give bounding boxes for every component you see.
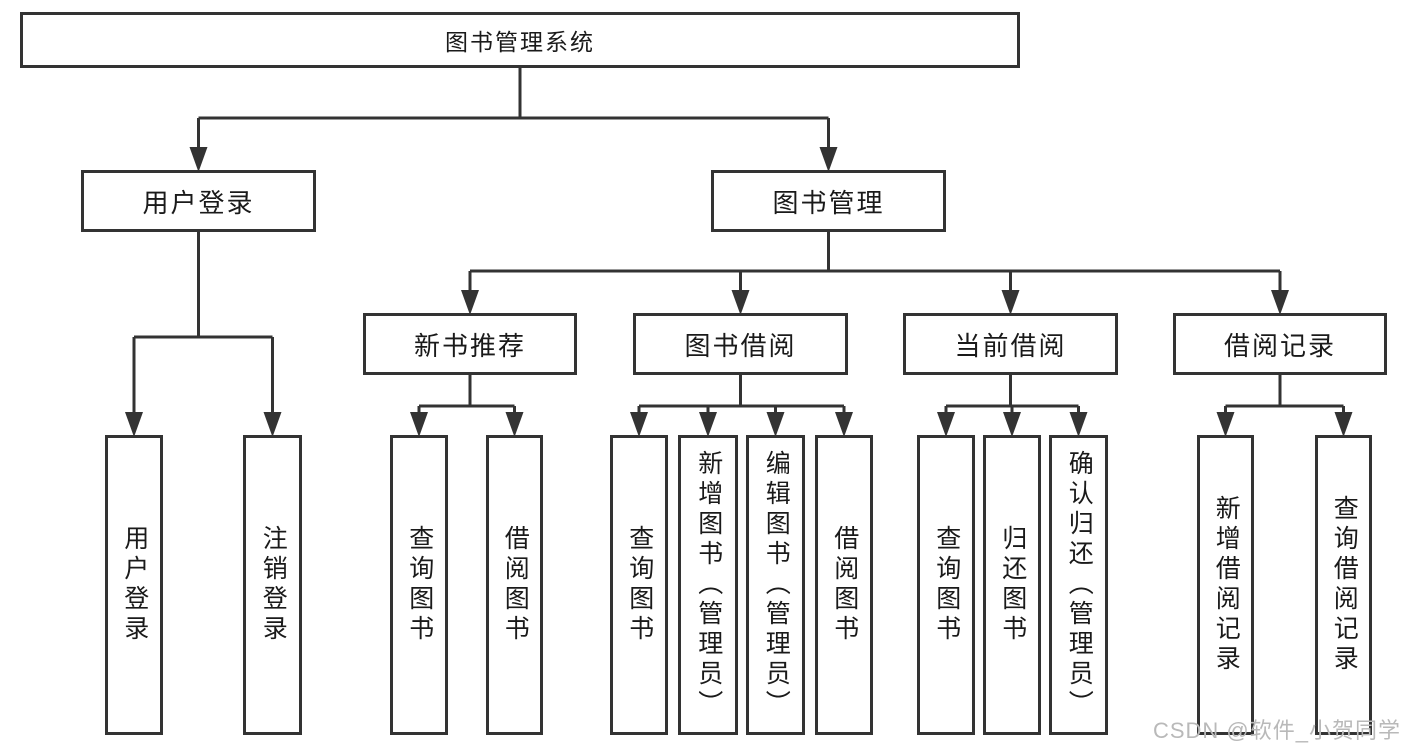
node-label: 图书管理系统	[445, 29, 595, 55]
arrowhead-icon	[937, 412, 955, 437]
node-label: 借阅图书	[830, 525, 859, 645]
node-root: 图书管理系统	[20, 12, 1020, 68]
node-add-borrow-record: 新增借阅记录	[1197, 435, 1254, 735]
node-return-books: 归还图书	[983, 435, 1041, 735]
node-label: 图书借阅	[684, 330, 797, 361]
node-book-mgmt: 图书管理	[711, 170, 946, 232]
node-label: 新增借阅记录	[1212, 495, 1241, 675]
node-label: 新增图书（管理员）	[694, 450, 723, 720]
arrowhead-icon	[461, 290, 479, 315]
arrowhead-icon	[699, 412, 717, 437]
arrowhead-icon	[731, 290, 750, 315]
node-borrow-books-1: 借阅图书	[486, 435, 543, 735]
arrowhead-icon	[835, 412, 853, 437]
node-label: 新书推荐	[413, 330, 526, 361]
node-label: 借阅图书	[501, 525, 530, 645]
arrowhead-icon	[1001, 290, 1020, 315]
node-query-books-1: 查询图书	[390, 435, 448, 735]
arrowhead-icon	[1334, 412, 1353, 437]
node-confirm-return-admin: 确认归还（管理员）	[1049, 435, 1108, 735]
node-label: 编辑图书（管理员）	[762, 450, 791, 720]
watermark: CSDN @软件_小贺同学	[1152, 718, 1401, 743]
node-current-borrow: 当前借阅	[903, 313, 1118, 375]
node-logout-leaf: 注销登录	[243, 435, 302, 735]
node-label: 用户登录	[142, 187, 255, 218]
arrowhead-icon	[189, 147, 208, 172]
arrowhead-icon	[125, 412, 143, 437]
node-user-login: 用户登录	[81, 170, 316, 232]
node-label: 查询图书	[625, 525, 654, 645]
node-user-login-leaf: 用户登录	[105, 435, 163, 735]
node-add-books-admin: 新增图书（管理员）	[678, 435, 738, 735]
edge-borrow-records	[1224, 375, 1345, 416]
node-query-borrow-record: 查询借阅记录	[1315, 435, 1372, 735]
arrowhead-icon	[410, 412, 428, 437]
edge-book-borrow	[637, 375, 846, 416]
node-book-borrow: 图书借阅	[633, 313, 848, 375]
node-query-books-2: 查询图书	[610, 435, 668, 735]
node-label: 查询图书	[932, 525, 961, 645]
node-label: 用户登录	[120, 525, 149, 645]
arrowhead-icon	[1069, 412, 1088, 437]
node-edit-books-admin: 编辑图书（管理员）	[746, 435, 805, 735]
node-query-books-3: 查询图书	[917, 435, 975, 735]
node-label: 当前借阅	[954, 330, 1067, 361]
node-new-book-rec: 新书推荐	[363, 313, 577, 375]
arrowhead-icon	[1216, 412, 1235, 437]
edge-user-login	[132, 232, 274, 416]
arrowhead-icon	[819, 147, 838, 172]
arrowhead-icon	[766, 412, 785, 437]
edge-new-book-rec	[417, 375, 516, 416]
edge-root	[197, 68, 830, 151]
node-label: 查询图书	[405, 525, 434, 645]
node-label: 查询借阅记录	[1330, 495, 1359, 675]
node-label: 图书管理	[772, 187, 885, 218]
node-label: 注销登录	[259, 525, 288, 645]
node-borrow-books-2: 借阅图书	[815, 435, 873, 735]
edge-book-mgmt	[468, 232, 1282, 294]
arrowhead-icon	[505, 412, 524, 437]
node-borrow-records: 借阅记录	[1173, 313, 1387, 375]
edge-current-borrow	[944, 375, 1080, 416]
node-label: 确认归还（管理员）	[1065, 450, 1094, 720]
arrowhead-icon	[1271, 290, 1289, 315]
node-label: 归还图书	[998, 525, 1027, 645]
arrowhead-icon	[1003, 412, 1021, 437]
arrowhead-icon	[263, 412, 282, 437]
node-label: 借阅记录	[1223, 330, 1336, 361]
arrowhead-icon	[630, 412, 648, 437]
